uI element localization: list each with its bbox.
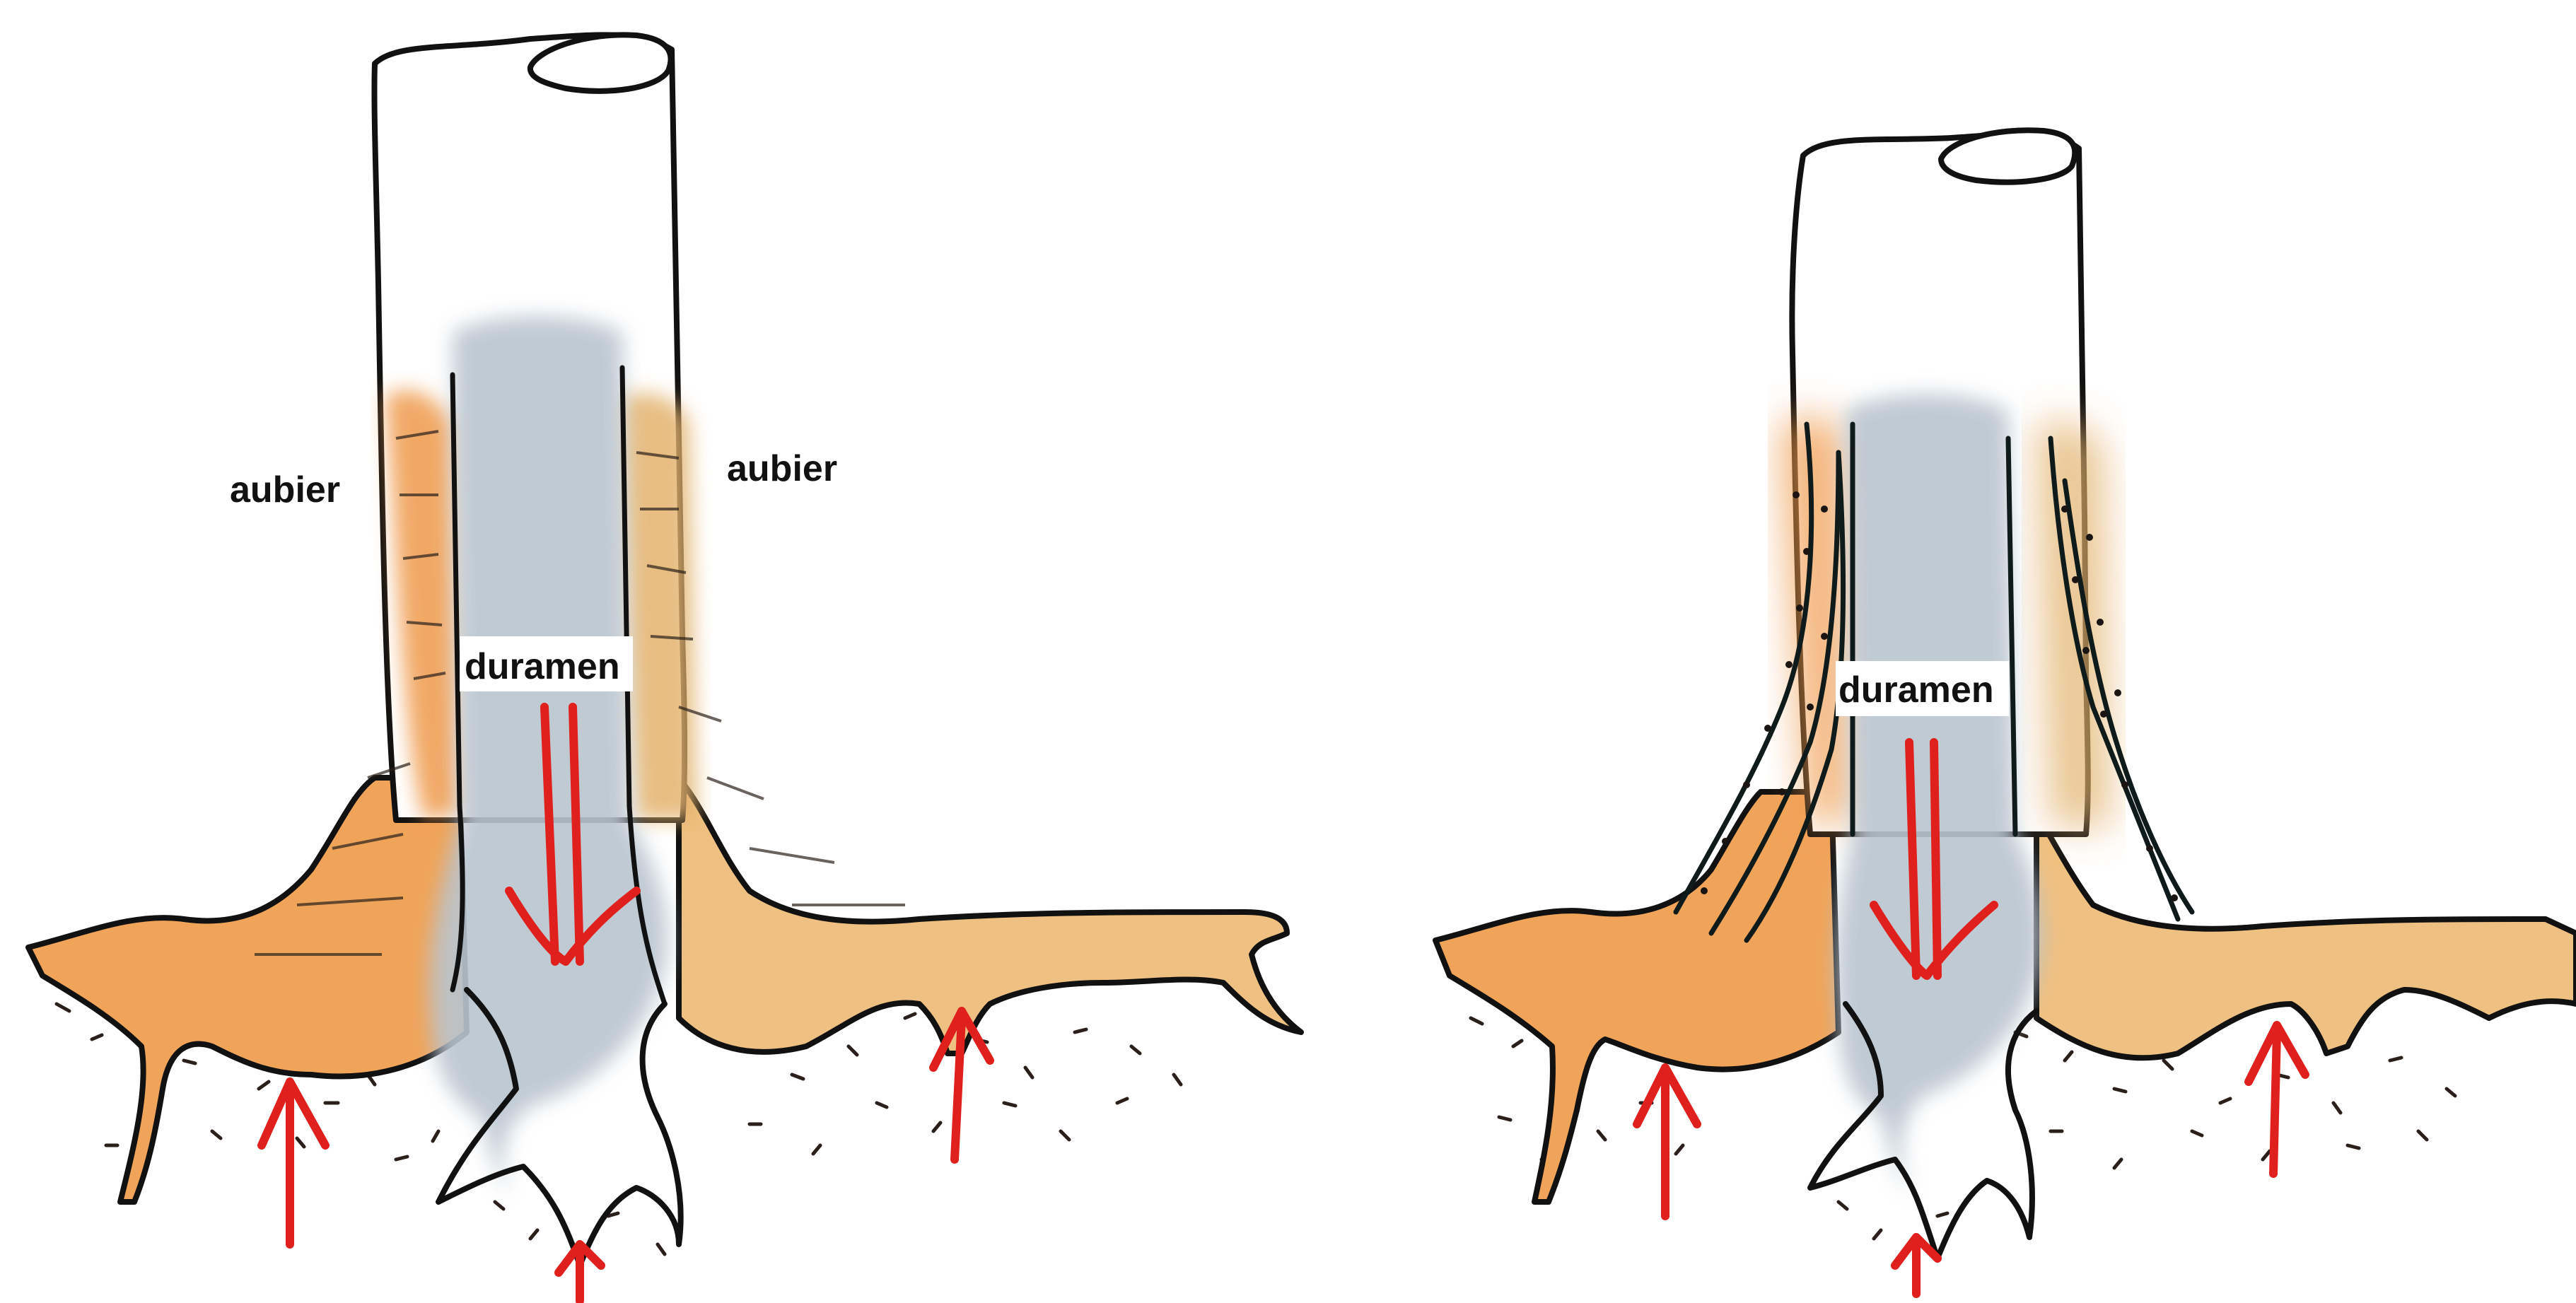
label-aubier-right: aubier: [727, 448, 837, 489]
right-root-right-side: [2036, 813, 2576, 1058]
right-up-arrow-right: [2249, 1025, 2305, 1174]
left-up-arrow-left: [262, 1082, 325, 1244]
label-duramen-right: duramen: [1838, 670, 1994, 711]
left-root-right-side: [679, 778, 1301, 1053]
left-root-left-side: [28, 778, 467, 1202]
right-up-arrow-left: [1637, 1068, 1697, 1216]
label-aubier-left: aubier: [230, 469, 340, 510]
label-duramen-left: duramen: [465, 646, 620, 687]
right-root-left-side: [1435, 792, 1838, 1202]
left-aubier-right-band: [622, 393, 697, 820]
left-up-arrow-bottom: [559, 1244, 601, 1301]
right-tree-diagram: duramen: [1435, 130, 2576, 1294]
left-tree-diagram: aubier aubier duramen: [28, 35, 1301, 1301]
